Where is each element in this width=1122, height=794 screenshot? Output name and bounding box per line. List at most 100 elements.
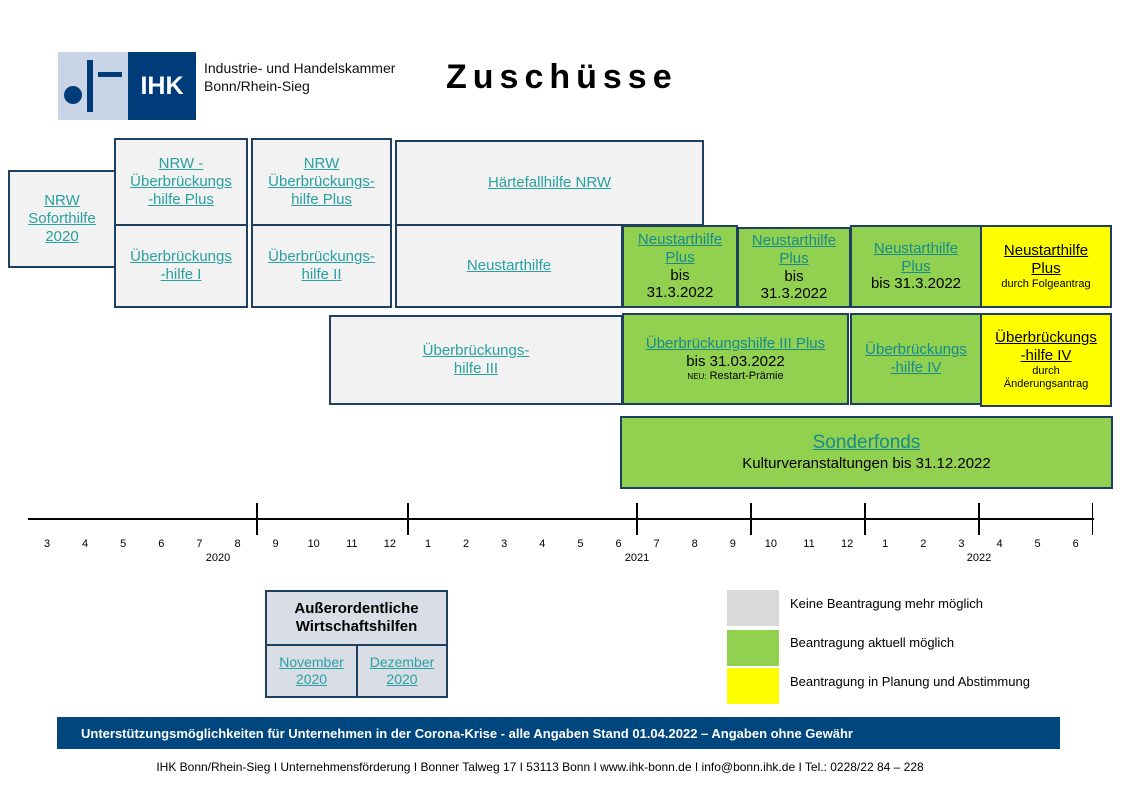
box-sonderfonds[interactable]: Sonderfonds Kulturveranstaltungen bis 31… (620, 416, 1113, 489)
november-line-1[interactable]: November (279, 654, 344, 671)
nsh-plus-2-text-1: bis (784, 267, 804, 285)
nrw-ueb-plus-1-line-1[interactable]: NRW - (158, 155, 204, 173)
logo-text: IHK (140, 71, 184, 100)
org-name: Industrie- und Handelskammer Bonn/Rhein-… (204, 60, 395, 95)
nrw-soforthilfe-line-3[interactable]: 2020 (45, 227, 79, 245)
timeline-axis (28, 518, 1094, 520)
nrw-ueb-plus-2-line-2[interactable]: Überbrückungs- (268, 173, 375, 191)
ueb-4y-title-1[interactable]: Überbrückungs (995, 329, 1097, 347)
aow-title-2: Wirtschaftshilfen (295, 618, 418, 635)
nrw-soforthilfe-line-1[interactable]: NRW (44, 192, 80, 210)
sonderfonds-link[interactable]: Sonderfonds (812, 432, 921, 454)
box-nrw-soforthilfe[interactable]: NRW Soforthilfe 2020 (8, 170, 116, 268)
ueb-4-line-1[interactable]: Überbrückungs (865, 341, 967, 359)
ueb-1-line-2[interactable]: -hilfe I (160, 266, 202, 283)
month-label: 5 (120, 538, 127, 550)
box-haertefallhilfe-nrw[interactable]: Härtefallhilfe NRW (395, 140, 704, 226)
box-ueberbrueckungshilfe-2[interactable]: Überbrückungs- hilfe II (251, 224, 392, 308)
dezember-line-2[interactable]: 2020 (386, 671, 418, 687)
nsh-plus-2-link-1[interactable]: Neustarthilfe (751, 232, 837, 250)
neustarthilfe-link[interactable]: Neustarthilfe (466, 257, 552, 275)
ueb-3-line-2[interactable]: hilfe III (453, 360, 499, 377)
nsh-plus-1-link-2[interactable]: Plus (665, 248, 695, 266)
month-label: 7 (196, 538, 203, 550)
month-label: 6 (158, 538, 165, 550)
box-neustarthilfe-plus-2[interactable]: Neustarthilfe Plus bis 31.3.2022 (737, 227, 851, 308)
page-title: Zuschüsse (446, 58, 678, 96)
box-ueberbrueckungshilfe-4[interactable]: Überbrückungs -hilfe IV (850, 313, 982, 405)
logo-dash-icon (98, 72, 122, 77)
nsh-plus-1-link-1[interactable]: Neustarthilfe (637, 231, 723, 249)
box-dezember-2020[interactable]: Dezember 2020 (356, 644, 448, 698)
legend-label-green: Beantragung aktuell möglich (790, 635, 955, 650)
legend-swatch-gray (727, 590, 779, 626)
nrw-soforthilfe-line-2[interactable]: Soforthilfe (28, 210, 96, 228)
box-november-2020[interactable]: November 2020 (265, 644, 358, 698)
month-label: 4 (996, 538, 1003, 550)
box-ueberbrueckungshilfe-1[interactable]: Überbrückungs -hilfe I (114, 224, 248, 308)
nsh-plus-4-title-1[interactable]: Neustarthilfe (1003, 242, 1089, 260)
nsh-plus-1-text-2: 31.3.2022 (646, 284, 714, 302)
legend-swatch-green (727, 630, 779, 666)
month-label: 8 (234, 538, 241, 550)
box-neustarthilfe-plus-1[interactable]: Neustarthilfe Plus bis 31.3.2022 (622, 225, 738, 308)
dezember-line-1[interactable]: Dezember (369, 654, 435, 671)
logo-text-panel: IHK (128, 52, 196, 120)
nrw-ueb-plus-1-line-2[interactable]: Überbrückungs (130, 173, 232, 191)
footer-banner-text: Unterstützungsmöglichkeiten für Unterneh… (81, 725, 853, 741)
legend-label-gray: Keine Beantragung mehr möglich (790, 596, 983, 611)
box-neustarthilfe-plus-3[interactable]: Neustarthilfe Plus bis 31.3.2022 (850, 225, 982, 308)
haertefallhilfe-link[interactable]: Härtefallhilfe NRW (487, 174, 612, 192)
timeline-tick-2021-07 (636, 503, 638, 535)
nsh-plus-2-text-2: 31.3.2022 (760, 285, 828, 303)
month-label: 8 (691, 538, 698, 550)
ihk-logo: IHK (58, 52, 196, 120)
legend-swatch-yellow (727, 668, 779, 704)
ueb-3-plus-link[interactable]: Überbrückungshilfe III Plus (645, 334, 826, 352)
month-label: 3 (958, 538, 965, 550)
ueb-2-line-2[interactable]: hilfe II (301, 266, 342, 283)
ueb-4y-note-2: Änderungsantrag (1003, 377, 1089, 390)
box-nrw-ueberbrueckungshilfe-plus-1[interactable]: NRW - Überbrückungs -hilfe Plus (114, 138, 248, 226)
legend-label-yellow: Beantragung in Planung und Abstimmung (790, 674, 1030, 689)
nsh-plus-4-title-2[interactable]: Plus (1031, 260, 1061, 278)
timeline-tick-2020-09 (256, 503, 258, 535)
november-line-2[interactable]: 2020 (295, 671, 328, 687)
month-label: 2 (463, 538, 470, 550)
ueb-1-line-1[interactable]: Überbrückungs (130, 248, 232, 266)
nrw-ueb-plus-2-line-1[interactable]: NRW (303, 155, 340, 173)
ueb-3-plus-note-text: Restart-Prämie (709, 370, 784, 383)
ueb-4-line-2[interactable]: -hilfe IV (890, 359, 942, 376)
ueb-2-line-1[interactable]: Überbrückungs- (268, 248, 375, 266)
box-neustarthilfe[interactable]: Neustarthilfe (395, 224, 623, 308)
nsh-plus-3-link-1[interactable]: Neustarthilfe (873, 239, 959, 257)
ueb-3-plus-note-prefix: NEU: (687, 372, 707, 382)
box-ueberbrueckungshilfe-4-yellow[interactable]: Überbrückungs -hilfe IV durch Änderungsa… (980, 313, 1112, 407)
box-ueberbrueckungshilfe-3[interactable]: Überbrückungs- hilfe III (329, 315, 623, 405)
nrw-ueb-plus-1-line-3[interactable]: -hilfe Plus (148, 190, 214, 208)
month-label: 3 (501, 538, 508, 550)
ueb-3-line-1[interactable]: Überbrückungs- (422, 342, 530, 360)
nsh-plus-3-link-2[interactable]: Plus (901, 257, 931, 275)
timeline-tick-2021-10 (750, 503, 752, 535)
box-nrw-ueberbrueckungshilfe-plus-2[interactable]: NRW Überbrückungs- hilfe Plus (251, 138, 392, 226)
box-neustarthilfe-plus-yellow[interactable]: Neustarthilfe Plus durch Folgeantrag (980, 225, 1112, 308)
month-label: 7 (653, 538, 660, 550)
box-ueberbrueckungshilfe-3-plus[interactable]: Überbrückungshilfe III Plus bis 31.03.20… (622, 313, 849, 405)
year-label-2022: 2022 (966, 552, 992, 564)
month-label: 6 (615, 538, 622, 550)
nrw-ueb-plus-2-line-3[interactable]: hilfe Plus (291, 190, 352, 208)
month-label: 1 (882, 538, 889, 550)
ueb-3-plus-text: bis 31.03.2022 (686, 352, 785, 370)
ueb-4y-title-2[interactable]: -hilfe IV (1020, 347, 1072, 365)
nsh-plus-4-note: durch Folgeantrag (1001, 277, 1091, 290)
timeline-end-tick (1092, 503, 1093, 535)
month-label: 10 (307, 538, 320, 550)
month-label: 10 (764, 538, 778, 550)
nsh-plus-2-link-2[interactable]: Plus (779, 249, 809, 267)
timeline-tick-2022-01 (864, 503, 866, 535)
month-label: 5 (577, 538, 584, 550)
month-label: 9 (729, 538, 736, 550)
ueb-3-plus-note: NEU: Restart-Prämie (687, 370, 783, 383)
month-label: 12 (840, 538, 854, 550)
